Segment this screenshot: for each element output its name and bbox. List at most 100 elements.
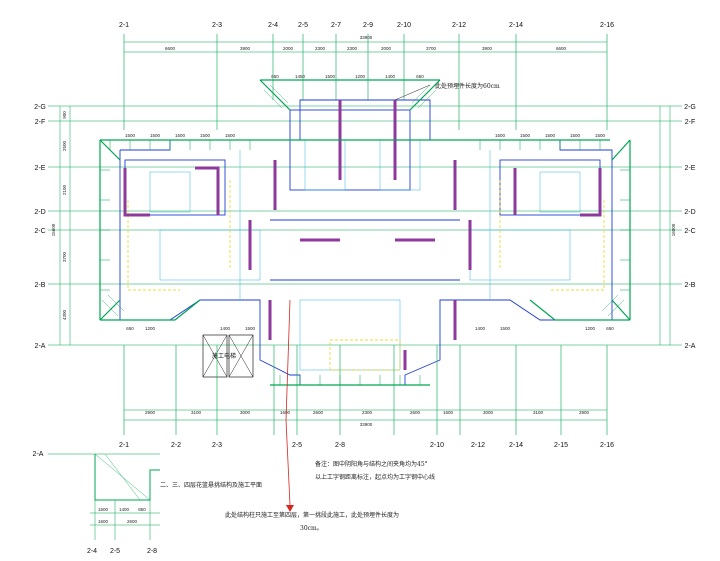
dim-text: 1500 [500, 326, 511, 331]
axis-label: 2-E [685, 165, 696, 172]
dim-text: 2300 [347, 46, 358, 51]
bottom-axis-labels: 2-1 2-2 2-3 2-5 2-8 2-10 2-12 2-14 2-15 … [119, 442, 614, 449]
dim-text: 900 [62, 111, 67, 119]
top-dimension-lines [123, 34, 608, 130]
construction-elevator: 施工电梯 [202, 334, 254, 378]
top-callout: 此处预埋件长度为60cm [394, 82, 500, 101]
dim-text: 1500 [495, 133, 506, 138]
building-outline [119, 99, 613, 386]
dim-text: 3000 [240, 410, 251, 415]
dim-text: 3900 [240, 46, 251, 51]
dim-text: 2300 [362, 410, 373, 415]
dim-text: 2500 [62, 140, 67, 151]
axis-label: 2-4 [87, 548, 97, 555]
dim-text: 1450 [295, 74, 306, 79]
dim-text: 1500 [545, 133, 556, 138]
axis-label: 2-3 [212, 22, 222, 29]
axis-label: 2-G [684, 104, 696, 111]
bottom-note-2: 30cm。 [300, 525, 323, 532]
axis-label: 2-2 [171, 442, 181, 449]
red-leader-arrow [285, 299, 294, 512]
dim-text: 4300 [62, 309, 67, 320]
dim-text: 1600 [280, 410, 291, 415]
axis-label: 2-B [35, 282, 46, 289]
axis-label: 2-E [35, 165, 46, 172]
axis-label: 2-14 [509, 22, 523, 29]
axis-label: 2-4 [268, 22, 278, 29]
dim-text: 1500 [520, 133, 531, 138]
axis-label: 2-16 [600, 442, 614, 449]
axis-label: 2-1 [119, 442, 129, 449]
remark-line-2: 以上工字钢距离标注，起点均为工字钢中心线 [315, 473, 435, 481]
dim-text: 1200 [585, 326, 596, 331]
dim-text: 2300 [315, 46, 326, 51]
bottom-dimension-lines [123, 345, 608, 435]
dim-text: 850 [138, 507, 146, 512]
cantilever-steel-beams [99, 79, 631, 386]
detail-axis-label: 2-A [33, 451, 44, 458]
dim-text: 650 [606, 326, 614, 331]
dim-text: 1600 [98, 519, 109, 524]
axis-label: 2-G [34, 104, 46, 111]
bottom-dimension-text: 2900 3100 3000 1600 2600 2300 2600 1600 … [145, 410, 590, 427]
dim-text: 2100 [62, 184, 67, 195]
axis-label: 2-16 [600, 22, 614, 29]
dim-text: 3100 [533, 410, 544, 415]
dim-text: 1600 [443, 410, 454, 415]
elevator-label: 施工电梯 [212, 352, 236, 360]
axis-label: 2-8 [147, 548, 157, 555]
dim-total: 33900 [360, 422, 373, 427]
horizontal-grid-lines [48, 105, 682, 346]
detail-title: 二、三、四层花篮悬挑结构及施工平面 [160, 481, 262, 489]
axis-label: 2-15 [554, 442, 568, 449]
dim-text: 1500 [125, 133, 136, 138]
axis-label: 2-A [685, 343, 696, 350]
left-axis-labels: 2-G 2-F 2-E 2-D 2-C 2-B 2-A [34, 104, 46, 350]
dim-text: 1500 [245, 326, 256, 331]
slab-edges [127, 180, 605, 371]
dim-text: 1500 [200, 133, 211, 138]
bottom-note: 此处结构柱只施工至第四层，第一挑段此施工，此处预埋件长度为 30cm。 [225, 511, 399, 532]
axis-label: 2-5 [298, 22, 308, 29]
structural-walls [123, 100, 602, 370]
dim-text: 1500 [225, 133, 236, 138]
perimeter-dims: 1500 1500 1500 1500 1500 1500 1500 1500 … [125, 74, 614, 331]
dim-text: 2600 [313, 410, 324, 415]
dim-text: 3900 [482, 46, 493, 51]
axis-label: 2-9 [363, 22, 373, 29]
dim-text: 2600 [410, 410, 421, 415]
axis-label: 2-10 [397, 22, 411, 29]
axis-label: 2-1 [119, 22, 129, 29]
dim-text: 2600 [127, 519, 138, 524]
axis-label: 2-F [35, 119, 46, 126]
dim-text: 1500 [175, 133, 186, 138]
axis-label: 2-C [34, 228, 45, 235]
dim-text: 1500 [98, 507, 109, 512]
dim-text: 650 [416, 74, 424, 79]
corner-hatching [101, 84, 625, 317]
left-dimension-text: 15600 16000 900 2500 2100 3700 4300 [51, 111, 676, 320]
remarks: 备注：图中阴阳角与结构之间夹角均为45° 以上工字钢距离标注，起点均为工字钢中心… [315, 460, 435, 481]
axis-label: 2-D [684, 209, 695, 216]
right-axis-labels: 2-G 2-F 2-E 2-D 2-C 2-B 2-A [684, 104, 696, 350]
dim-text: 650 [126, 326, 134, 331]
dim-text: 1500 [325, 74, 336, 79]
dim-text: 1400 [119, 507, 130, 512]
dim-text: 3100 [191, 410, 202, 415]
dim-total: 16000 [671, 223, 676, 236]
dim-text: 2900 [145, 410, 156, 415]
dim-text: 650 [271, 74, 279, 79]
dim-text: 1500 [570, 133, 581, 138]
dim-text: 3700 [426, 46, 437, 51]
dim-text: 1200 [355, 74, 366, 79]
axis-label: 2-F [685, 119, 696, 126]
dim-text: 1500 [150, 133, 161, 138]
bottom-note-1: 此处结构柱只施工至第四层，第一挑段此施工，此处预埋件长度为 [225, 511, 399, 519]
axis-label: 2-3 [212, 442, 222, 449]
dim-text: 2000 [283, 46, 294, 51]
axis-label: 2-12 [452, 22, 466, 29]
dim-text: 2900 [579, 410, 590, 415]
beam-ticks [100, 140, 630, 385]
callout-text: 此处预埋件长度为60cm [435, 82, 500, 90]
